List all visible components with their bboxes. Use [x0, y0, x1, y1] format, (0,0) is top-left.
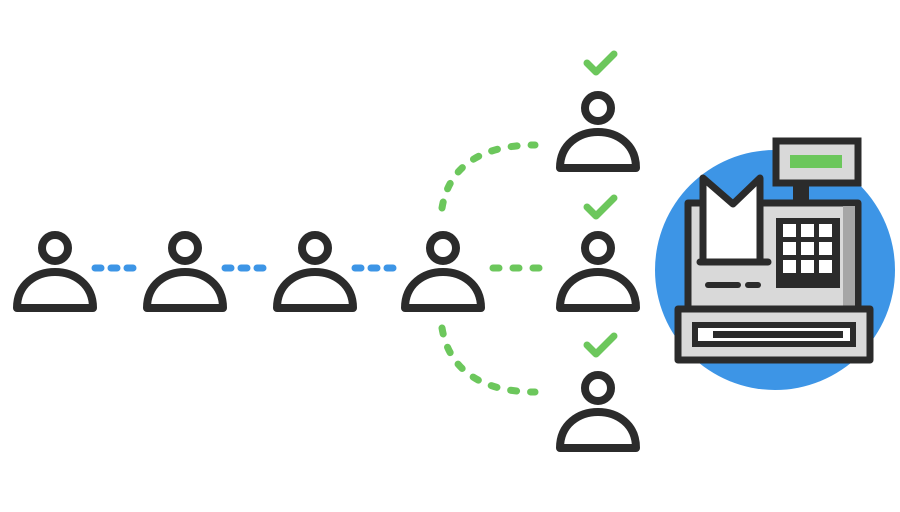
- person-icon: [277, 235, 353, 308]
- person-icon: [560, 375, 636, 448]
- person-icon: [405, 235, 481, 308]
- queue-group: [17, 235, 481, 308]
- served-connector-top: [438, 141, 539, 212]
- cash-register-icon: [655, 137, 895, 390]
- checkmark-icon: [587, 54, 614, 72]
- checkmark-icon: [587, 198, 614, 216]
- person-icon: [17, 235, 93, 308]
- person-icon: [560, 95, 636, 168]
- checkmark-icon: [587, 336, 614, 354]
- register-keypad: [776, 218, 840, 288]
- served-connectors: [438, 141, 549, 396]
- served-connector-bottom: [438, 324, 539, 396]
- person-icon: [147, 235, 223, 308]
- person-icon: [560, 235, 636, 308]
- served-group: [560, 54, 636, 448]
